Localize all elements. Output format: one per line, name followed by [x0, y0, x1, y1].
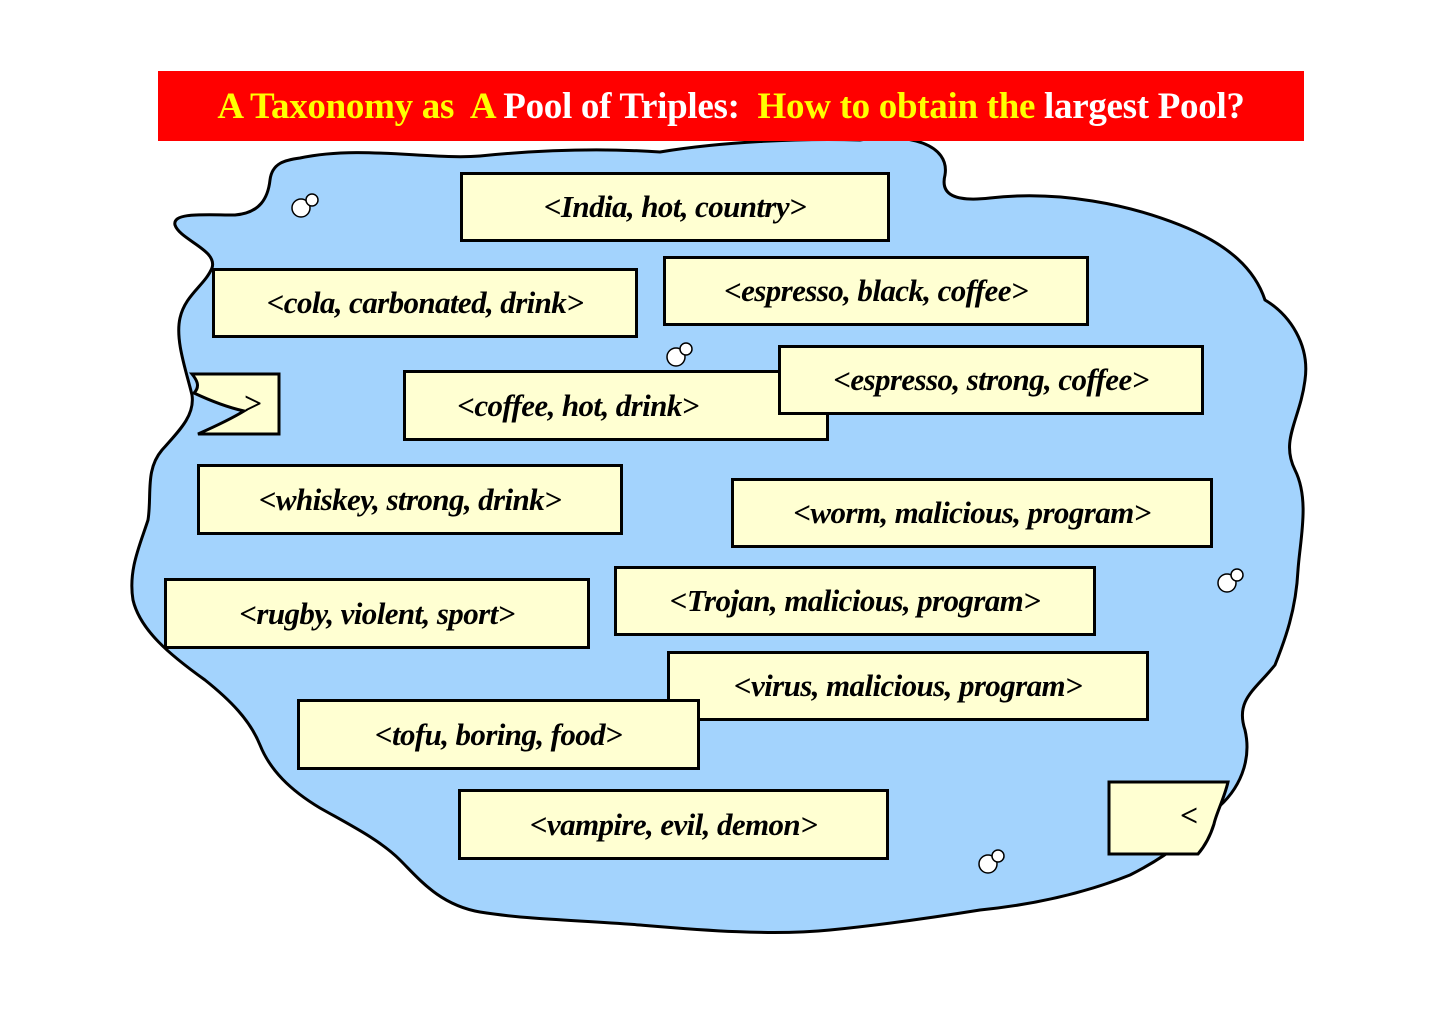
triple-rugby: <rugby, violent, sport>: [164, 578, 590, 649]
bubble-icon: [1217, 568, 1244, 593]
fragment-left: >: [186, 371, 282, 437]
triple-virus: <virus, malicious, program>: [667, 651, 1149, 721]
triple-vampire: <vampire, evil, demon>: [458, 789, 889, 860]
torn-edge-shape: [1107, 780, 1230, 856]
triple-espresso-black: <espresso, black, coffee>: [663, 256, 1089, 326]
triple-trojan: <Trojan, malicious, program>: [614, 566, 1096, 636]
triple-worm: <worm, malicious, program>: [731, 478, 1213, 548]
bubble-icon: [978, 849, 1005, 874]
title-segment: How to obtain the: [739, 85, 1045, 127]
triple-coffee: <coffee, hot, drink>: [403, 370, 829, 441]
title-banner: A Taxonomy as A Pool of Triples: How to …: [158, 71, 1304, 141]
title-segment: largest Pool?: [1044, 85, 1245, 127]
fragment-left-text: >: [244, 385, 263, 421]
fragment-right: <: [1106, 779, 1232, 857]
triple-india: <India, hot, country>: [460, 172, 890, 242]
title-segment: Pool of Triples:: [503, 85, 740, 127]
triple-cola: <cola, carbonated, drink>: [212, 268, 638, 338]
triple-tofu: <tofu, boring, food>: [297, 699, 700, 770]
bubble-icon: [291, 193, 319, 218]
fragment-right-text: <: [1180, 797, 1199, 833]
triple-whiskey: <whiskey, strong, drink>: [197, 464, 623, 535]
torn-edge-shape: [188, 372, 281, 436]
title-segment: A Taxonomy as A: [217, 85, 504, 127]
triple-espresso-strong: <espresso, strong, coffee>: [778, 345, 1204, 415]
bubble-icon: [666, 342, 693, 367]
